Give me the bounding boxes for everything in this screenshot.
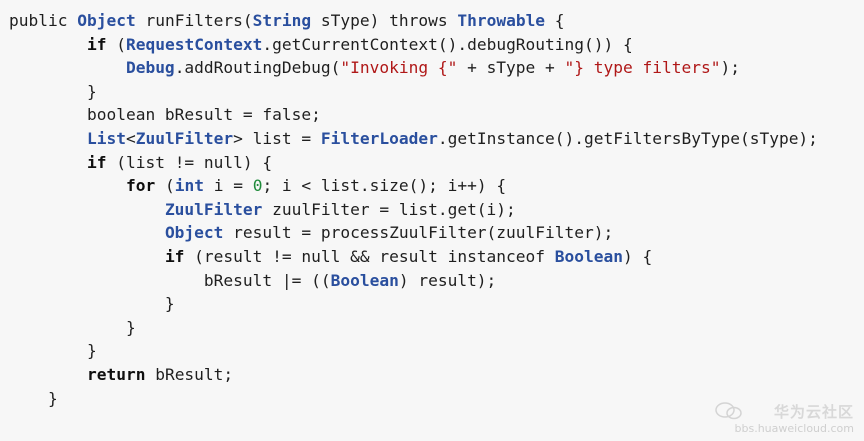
code-token: FilterLoader (320, 128, 438, 148)
watermark-title: 华为云社区 (773, 403, 854, 421)
code-token: Boolean (554, 246, 624, 266)
code-token: Throwable (457, 11, 546, 30)
code-line: bResult |= ((Boolean) result); (0, 269, 864, 293)
code-token: { (545, 11, 565, 30)
code-token: String (252, 11, 312, 30)
code-token: "} type filters" (564, 58, 721, 78)
code-token: if (164, 246, 185, 266)
code-token: .addRoutingDebug( (174, 58, 341, 78)
code-token: runFilters( (135, 11, 253, 30)
code-token: boolean bResult = false; (9, 105, 321, 125)
code-token (9, 58, 126, 77)
code-line: Debug.addRoutingDebug("Invoking {" + sTy… (0, 56, 864, 80)
code-line: } (0, 80, 864, 104)
code-token (9, 129, 87, 148)
code-token: ( (106, 34, 126, 54)
code-token: public (9, 11, 78, 30)
code-token: ( (155, 176, 175, 196)
code-block: public Object runFilters(String sType) t… (0, 9, 864, 411)
code-token: < (125, 128, 136, 148)
code-token: + sType + (457, 58, 565, 78)
code-token: ); (720, 58, 740, 78)
code-token (9, 200, 165, 219)
code-token: bResult |= (( (9, 270, 331, 290)
code-line: for (int i = 0; i < list.size(); i++) { (0, 174, 864, 198)
watermark: 华为云社区 bbs.huaweicloud.com (735, 401, 854, 435)
code-token (9, 35, 87, 54)
code-line: if (RequestContext.getCurrentContext().d… (0, 33, 864, 57)
wechat-icon (714, 401, 744, 421)
code-token (9, 176, 126, 195)
code-token: for (125, 176, 156, 196)
watermark-site: bbs.huaweicloud.com (734, 422, 854, 435)
code-token: int (174, 176, 204, 196)
code-token: (result != null && result instanceof (184, 246, 555, 266)
code-token: } (9, 317, 136, 337)
code-token: .getInstance().getFiltersByType(sType); (437, 128, 818, 148)
code-token: } (9, 388, 58, 408)
code-token: if (86, 34, 107, 54)
code-line: } (0, 387, 864, 411)
code-token: "Invoking {" (340, 58, 458, 78)
code-token: } (9, 81, 97, 101)
code-token: } (9, 294, 175, 314)
code-token: } (9, 341, 97, 361)
code-line: public Object runFilters(String sType) t… (0, 9, 864, 33)
code-token: ZuulFilter (164, 199, 263, 219)
code-line: if (list != null) { (0, 151, 864, 175)
code-token (9, 247, 165, 266)
code-line: } (0, 316, 864, 340)
code-token: if (86, 152, 107, 172)
code-token: result = processZuulFilter(zuulFilter); (223, 223, 614, 243)
code-line: ZuulFilter zuulFilter = list.get(i); (0, 198, 864, 222)
code-token: > list = (233, 128, 321, 148)
code-line: Object result = processZuulFilter(zuulFi… (0, 221, 864, 245)
code-token: Object (164, 223, 224, 243)
code-line: } (0, 339, 864, 363)
code-token: .getCurrentContext().debugRouting()) { (262, 34, 633, 54)
code-line: return bResult; (0, 363, 864, 387)
code-token: ZuulFilter (135, 128, 234, 148)
code-token: sType) throws (311, 11, 458, 30)
code-line: List<ZuulFilter> list = FilterLoader.get… (0, 127, 864, 151)
code-line: } (0, 292, 864, 316)
code-token: bResult; (145, 364, 234, 384)
code-token: Boolean (330, 270, 399, 290)
code-line: boolean bResult = false; (0, 103, 864, 127)
code-token: List (86, 128, 126, 148)
code-token: return (86, 364, 146, 384)
code-token (9, 365, 87, 384)
code-token (9, 223, 165, 242)
code-token: Debug (125, 58, 175, 78)
code-token (9, 153, 87, 172)
code-token: ) { (623, 246, 653, 266)
code-token: (list != null) { (106, 152, 273, 172)
code-token: ; i < list.size(); i++) { (262, 176, 507, 196)
code-token: ) result); (398, 270, 497, 290)
code-token: RequestContext (125, 34, 263, 54)
code-token: zuulFilter = list.get(i); (262, 199, 516, 219)
code-token: 0 (252, 176, 263, 196)
code-line: if (result != null && result instanceof … (0, 245, 864, 269)
code-token: i = (203, 176, 253, 196)
code-token: Object (77, 11, 136, 30)
